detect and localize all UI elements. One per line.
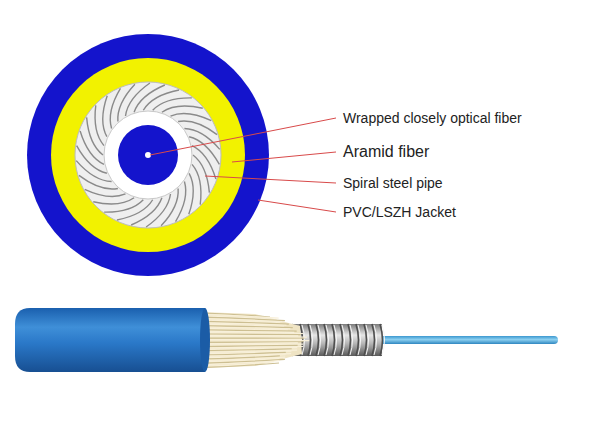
spiral-band <box>372 324 375 356</box>
steel-blade <box>93 198 134 204</box>
steel-ring <box>75 82 221 228</box>
aramid-strand <box>200 363 279 368</box>
leader-line <box>258 200 336 212</box>
aramid-strand <box>200 338 305 339</box>
cable-cross-section <box>27 34 269 276</box>
spiral-band <box>364 324 367 356</box>
steel-blade <box>104 200 143 212</box>
steel-blade <box>103 96 107 137</box>
optical-fiber <box>372 336 558 344</box>
steel-blade <box>189 173 193 214</box>
aramid-label: Aramid fiber <box>342 142 430 161</box>
leader-line <box>232 152 336 162</box>
jacket-label: PVC/LSZH Jacket <box>342 204 457 221</box>
aramid-ring <box>51 58 245 252</box>
spiral-band <box>340 324 343 356</box>
spiral-highlight <box>302 325 305 355</box>
steel-label: Spiral steel pipe <box>342 175 444 192</box>
steel-blade <box>192 146 216 179</box>
steel-blade <box>162 106 203 112</box>
spiral-highlight <box>366 325 369 355</box>
jacket-end <box>200 308 210 372</box>
spiral-band <box>324 324 327 356</box>
jacket-ring <box>27 34 269 276</box>
steel-blades <box>76 83 220 227</box>
spiral-band <box>356 324 359 356</box>
spiral-highlight <box>310 325 313 355</box>
aramid-strand <box>200 341 304 343</box>
leader-line <box>150 118 336 155</box>
aramid-strand <box>200 335 298 337</box>
aramid-strand <box>200 333 301 335</box>
cable-side-view <box>15 308 558 372</box>
spiral-highlight <box>334 325 337 355</box>
aramid-strand <box>200 340 309 342</box>
spiral-highlight <box>382 325 385 355</box>
spiral-highlight <box>350 325 353 355</box>
aramid-strand <box>200 336 307 337</box>
aramid-strand <box>200 332 303 334</box>
jacket-sleeve <box>15 308 205 372</box>
spiral-band <box>348 324 351 356</box>
aramid-strand <box>200 339 302 340</box>
spiral-highlight <box>358 325 361 355</box>
spiral-band <box>332 324 335 356</box>
steel-blade <box>77 146 107 174</box>
spiral-highlight <box>326 325 329 355</box>
aramid-strands <box>200 312 309 368</box>
steel-blade <box>134 85 165 112</box>
spiral-highlight <box>342 325 345 355</box>
aramid-bundle <box>200 312 302 368</box>
leader-line <box>205 176 336 183</box>
fiber-core <box>118 125 178 185</box>
steel-blade <box>171 114 212 121</box>
steel-blade <box>80 131 104 164</box>
spiral-highlight <box>374 325 377 355</box>
steel-blade <box>153 98 192 110</box>
steel-blade <box>189 137 219 165</box>
steel-blade <box>85 189 126 196</box>
buffer-ring <box>104 111 192 199</box>
spiral-highlight <box>318 325 321 355</box>
fiber-label: Wrapped closely optical fiber <box>342 110 523 127</box>
steel-blade <box>131 198 162 225</box>
spiral-band <box>316 324 319 356</box>
leader-lines <box>150 118 336 212</box>
spiral-band <box>380 324 383 356</box>
